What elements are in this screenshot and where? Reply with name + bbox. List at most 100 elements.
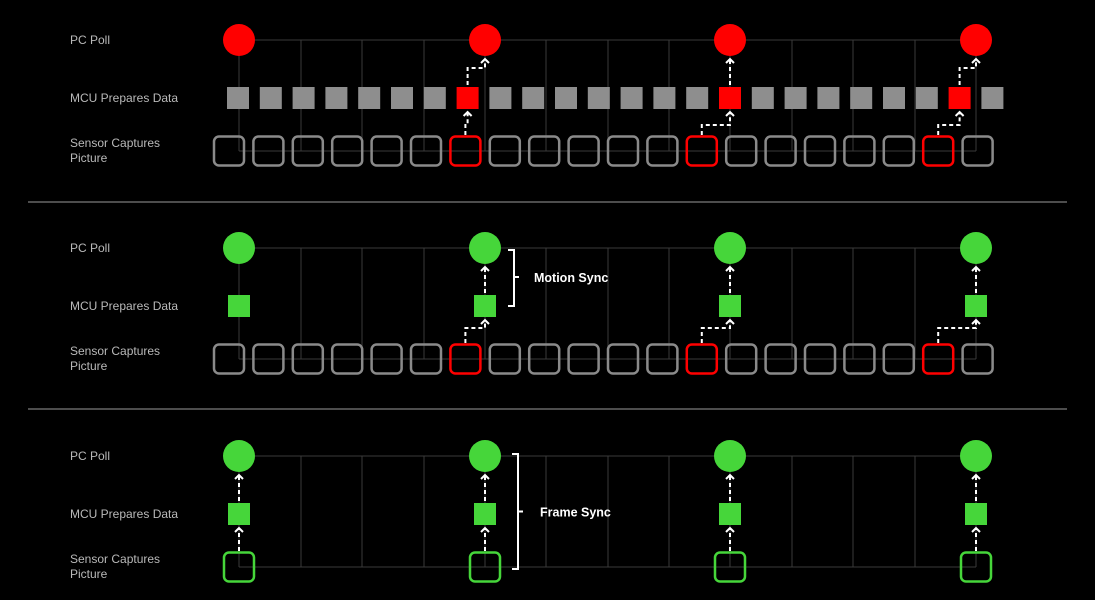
pc-poll-circle — [960, 24, 992, 56]
row-label-pc-poll: PC Poll — [70, 33, 110, 47]
mcu-data-block-active — [965, 503, 987, 525]
mcu-data-block — [620, 87, 643, 109]
sensor-frame — [567, 135, 600, 167]
row-label-sensor: Sensor Captures — [70, 136, 160, 150]
mcu-data-block — [915, 87, 938, 109]
row-label-sensor: Sensor Captures — [70, 552, 160, 566]
row-label-mcu: MCU Prepares Data — [70, 507, 178, 521]
mcu-data-block-active — [228, 295, 250, 317]
sensor-frame — [646, 135, 679, 167]
pc-poll-circle — [469, 232, 501, 264]
sensor-frame — [488, 135, 522, 167]
capture-to-mcu-arrow — [464, 318, 490, 343]
mcu-data-block-active — [456, 87, 479, 109]
sensor-frame — [291, 343, 325, 375]
sensor-frame-active — [713, 551, 747, 583]
sensor-frame-active — [468, 551, 502, 583]
row-label-sensor-2: Picture — [70, 567, 108, 581]
pc-poll-circle — [960, 232, 992, 264]
pc-poll-circle — [714, 232, 746, 264]
annotation-label: Motion Sync — [534, 271, 608, 285]
sensor-frame — [843, 135, 876, 167]
mcu-data-block — [587, 87, 610, 109]
mcu-data-block — [883, 87, 905, 109]
pc-poll-circle — [469, 24, 501, 56]
sensor-frame — [803, 135, 837, 167]
sensor-frame-active — [921, 343, 955, 375]
sensor-frame — [330, 135, 364, 167]
sensor-frame-active — [222, 551, 256, 583]
mcu-data-block — [817, 87, 840, 109]
mcu-data-block — [653, 87, 676, 109]
sensor-frame — [527, 343, 561, 375]
pc-poll-circle — [960, 440, 992, 472]
mcu-data-block — [391, 87, 413, 109]
annotation-bracket — [512, 453, 523, 570]
sensor-frame — [488, 343, 522, 375]
mcu-data-block — [686, 87, 709, 109]
sensor-frame — [803, 343, 837, 375]
sensor-frame — [724, 343, 758, 375]
capture-to-mcu-arrow — [937, 110, 965, 135]
sensor-frame — [961, 135, 994, 167]
mcu-data-block — [555, 87, 577, 109]
mcu-data-block — [751, 87, 774, 109]
mcu-data-block-active — [965, 295, 987, 317]
sensor-frame — [252, 343, 285, 375]
pc-poll-circle — [469, 440, 501, 472]
sensor-frame-active — [959, 551, 993, 583]
sensor-frame — [370, 343, 403, 375]
mcu-data-block — [358, 87, 381, 109]
sensor-frame — [330, 343, 364, 375]
mcu-data-block — [850, 87, 873, 109]
sensor-frame — [212, 135, 246, 167]
sensor-frame — [606, 343, 640, 375]
sensor-frame — [567, 343, 600, 375]
sensor-frame — [370, 135, 403, 167]
capture-to-mcu-arrow — [700, 110, 735, 135]
pc-poll-circle — [223, 24, 255, 56]
mcu-data-block-active — [719, 295, 741, 317]
sensor-frame-active — [685, 135, 719, 167]
sensor-frame — [882, 343, 916, 375]
mcu-data-block-active — [474, 503, 496, 525]
sensor-frame-active — [921, 135, 955, 167]
sensor-frame-active — [449, 343, 482, 375]
sensor-frame — [606, 135, 640, 167]
row-label-pc-poll: PC Poll — [70, 241, 110, 255]
row-label-sensor: Sensor Captures — [70, 344, 160, 358]
row-label-mcu: MCU Prepares Data — [70, 91, 178, 105]
capture-to-mcu-arrow — [462, 110, 473, 135]
annotation-label: Frame Sync — [540, 506, 611, 520]
sensor-frame — [882, 135, 916, 167]
sensor-frame — [291, 135, 325, 167]
sensor-frame — [409, 135, 443, 167]
mcu-data-block — [292, 87, 315, 109]
mcu-data-block-active — [948, 87, 971, 109]
sensor-frame-active — [449, 135, 482, 167]
mcu-data-block — [227, 87, 249, 109]
mcu-to-poll-arrow — [466, 57, 490, 85]
capture-to-mcu-arrow — [700, 318, 735, 343]
sensor-frame — [961, 343, 994, 375]
sensor-frame — [724, 135, 758, 167]
row-label-mcu: MCU Prepares Data — [70, 299, 178, 313]
mcu-data-block-active — [719, 503, 741, 525]
pc-poll-circle — [714, 24, 746, 56]
sensor-frame-active — [685, 343, 719, 375]
pc-poll-circle — [223, 232, 255, 264]
sensor-frame — [527, 135, 561, 167]
mcu-data-block — [489, 87, 512, 109]
mcu-data-block — [423, 87, 446, 109]
sensor-frame — [764, 343, 797, 375]
mcu-data-block — [522, 87, 545, 109]
mcu-data-block-active — [719, 87, 741, 109]
mcu-data-block — [325, 87, 348, 109]
row-label-sensor-2: Picture — [70, 359, 108, 373]
sensor-frame — [252, 135, 285, 167]
sensor-frame — [646, 343, 679, 375]
pc-poll-circle — [714, 440, 746, 472]
